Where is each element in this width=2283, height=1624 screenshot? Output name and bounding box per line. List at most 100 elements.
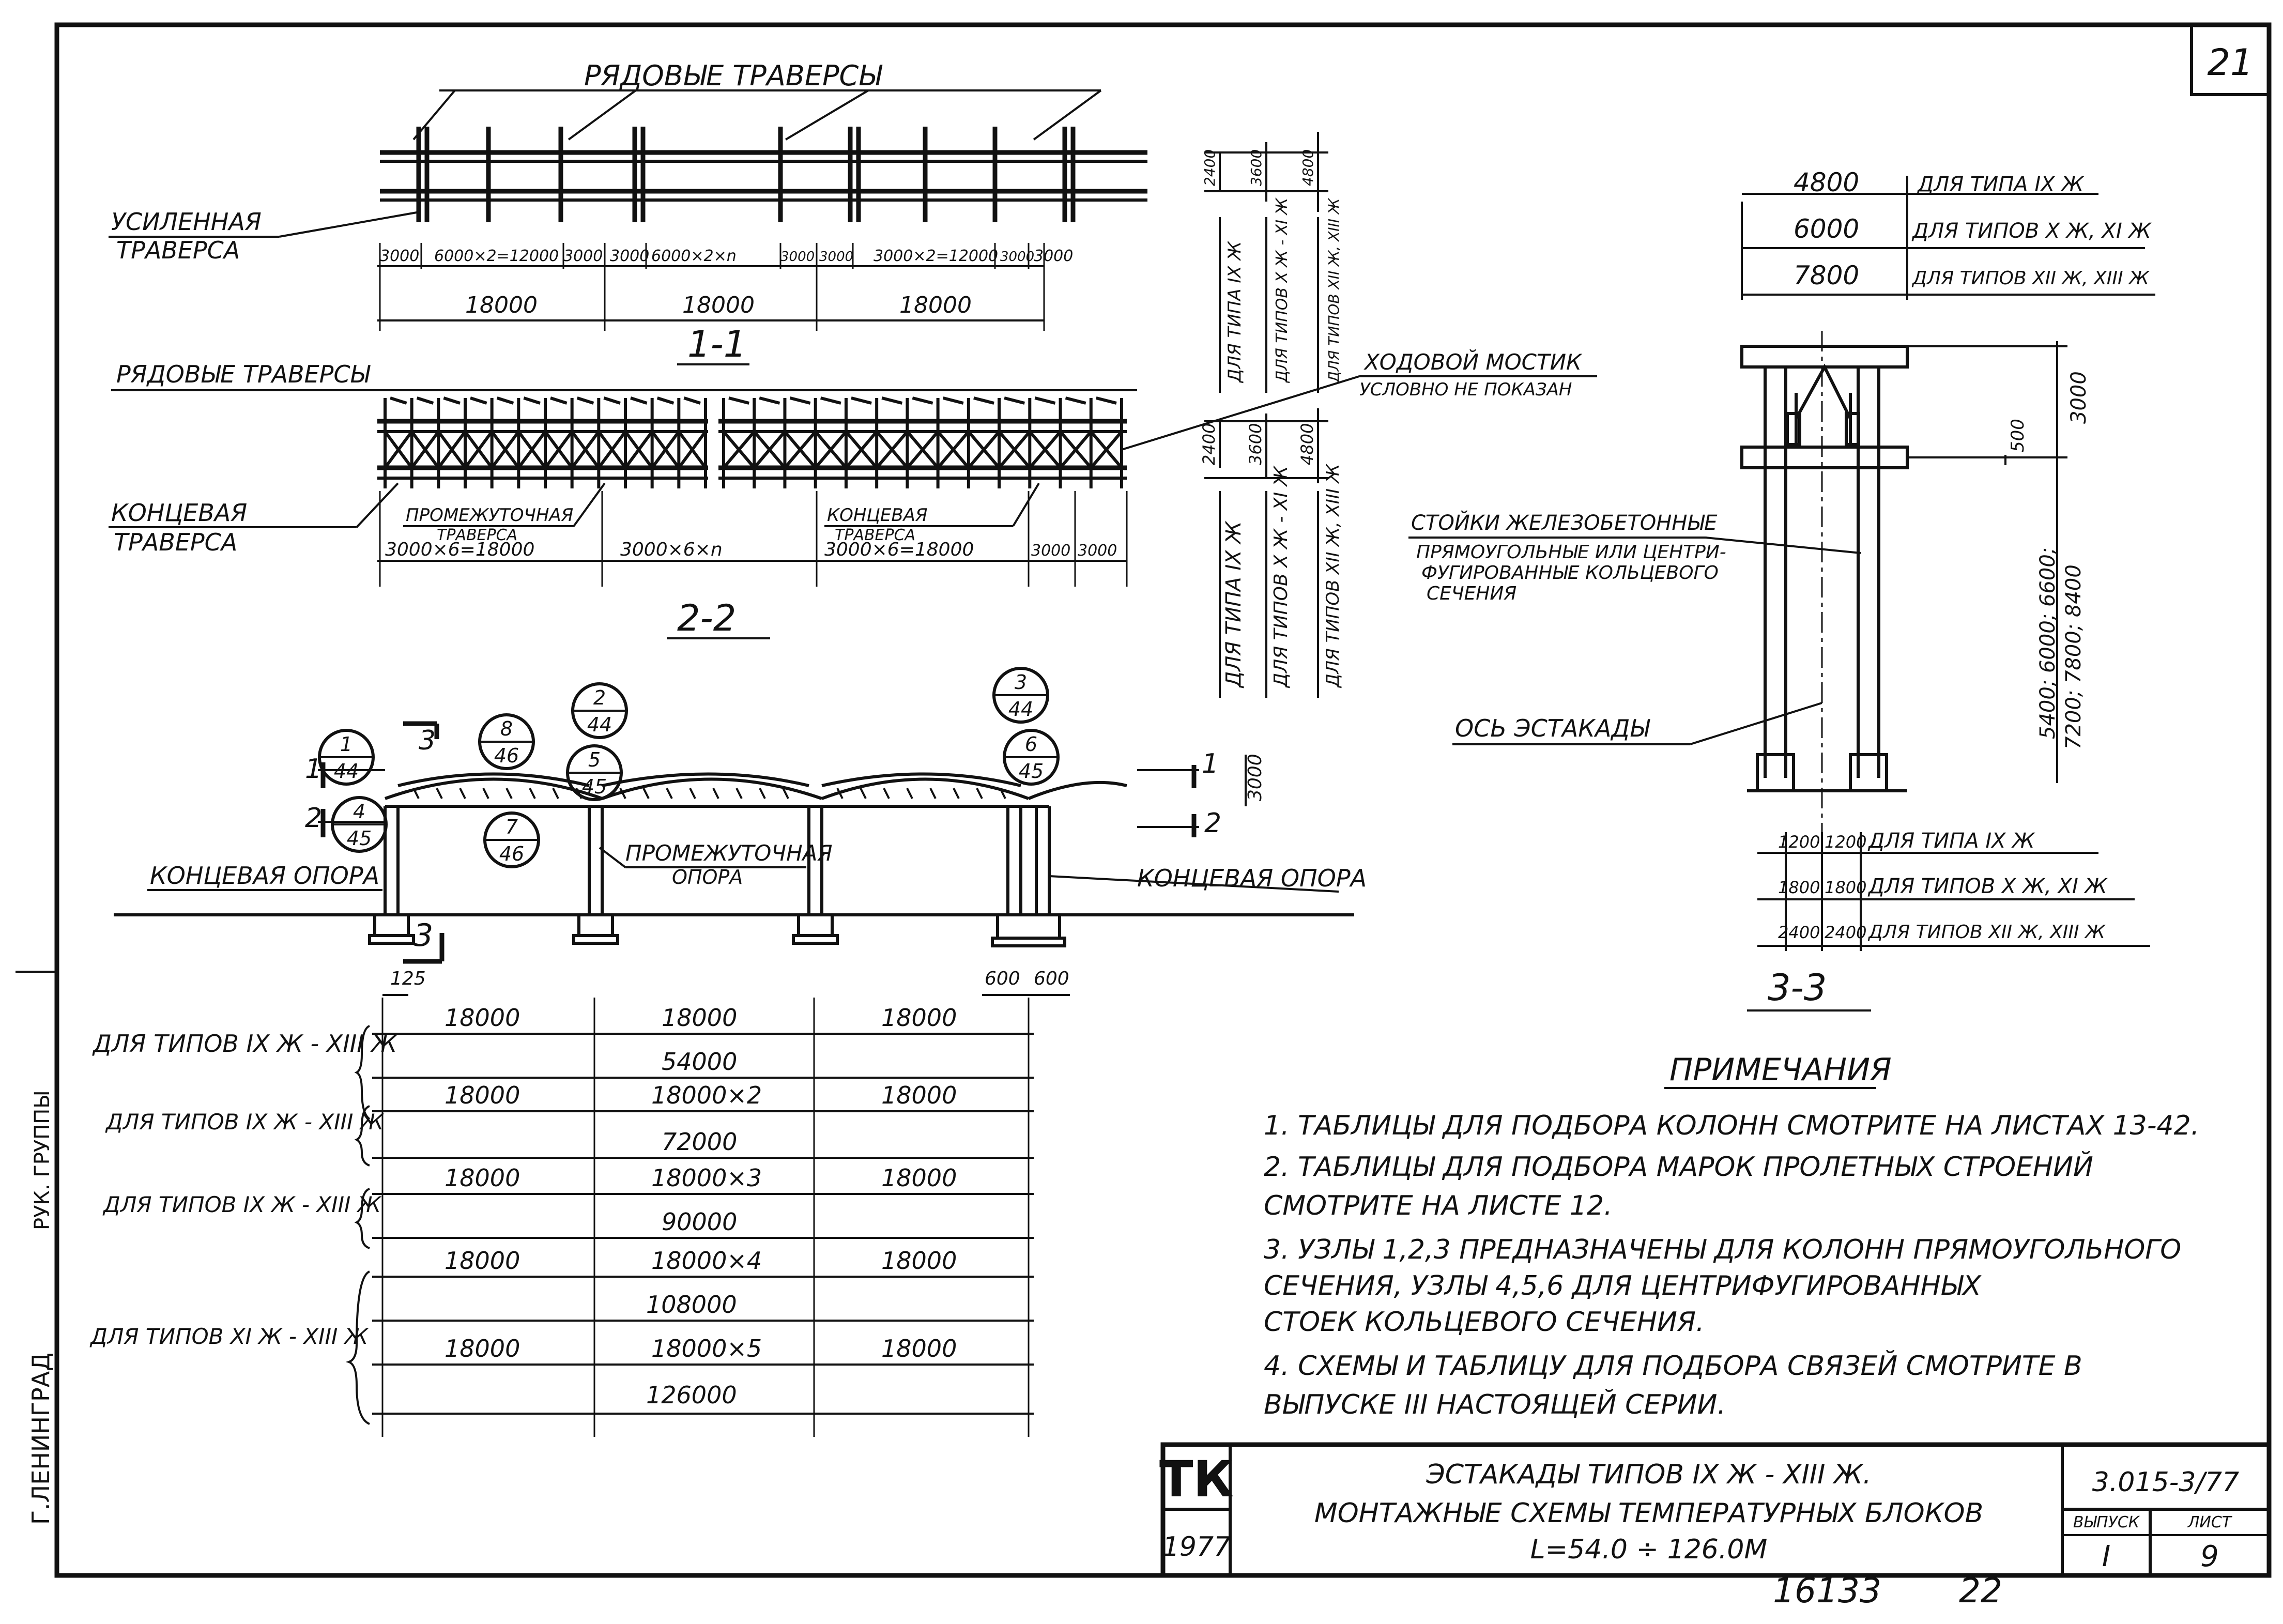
- section-3-3-label: 3-3: [1768, 967, 1827, 1009]
- arch-detail: [552, 788, 559, 799]
- arch-detail: [666, 788, 673, 799]
- callout-number: 8: [500, 717, 513, 740]
- s22-bridge-label: ХОДОВОЙ МОСТИК: [1363, 349, 1583, 375]
- lt-4-b: 18000×4: [651, 1247, 762, 1275]
- title-block: ТК 1977 ЭСТАКАДЫ ТИПОВ IX Ж - XIII Ж. МО…: [1159, 1442, 2272, 1578]
- s11-dim-1: 3000: [380, 247, 419, 265]
- truss-right-brace: [937, 431, 970, 469]
- reinforced-traverse-label-2: ТРАВЕРСА: [116, 236, 240, 264]
- truss-left-rib: [656, 396, 675, 405]
- note-line-5: СЕЧЕНИЯ, УЗЛЫ 4,5,6 ДЛЯ ЦЕНТРИФУГИРОВАНН…: [1264, 1270, 1982, 1301]
- length-table: ДЛЯ ТИПОВ IX Ж - XIII Ж ДЛЯ ТИПОВ IX Ж -…: [89, 998, 1034, 1437]
- s33-row-2-label: ДЛЯ ТИПОВ X Ж, XI Ж: [1867, 875, 2108, 898]
- s22-dim-5: 3000: [1078, 542, 1117, 560]
- s11-dim-4: 3000: [610, 247, 649, 265]
- s11-span-2: 18000: [682, 292, 755, 318]
- vertical-dims: 2400 3600 4800 ДЛЯ ТИПА IX Ж ДЛЯ ТИПОВ X…: [1199, 132, 1343, 698]
- note-line-4: 3. УЗЛЫ 1,2,3 ПРЕДНАЗНАЧЕНЫ ДЛЯ КОЛОНН П…: [1264, 1234, 2181, 1265]
- arch-detail: [906, 788, 913, 799]
- s22-end-right-label: КОНЦЕВАЯ: [827, 505, 928, 526]
- end-support-left: КОНЦЕВАЯ ОПОРА: [150, 862, 379, 890]
- note-line-7: 4. СХЕМЫ И ТАБЛИЦУ ДЛЯ ПОДБОРА СВЯЗЕЙ СМ…: [1264, 1350, 2082, 1382]
- arch-detail: [642, 788, 650, 799]
- callout-sheet: 46: [499, 842, 524, 865]
- bottom-number-2: 22: [1959, 1571, 2002, 1611]
- dim-125: 125: [390, 968, 426, 989]
- truss-left-brace: [597, 431, 627, 469]
- truss-left-brace: [491, 431, 520, 469]
- lt-3-c: 18000: [881, 1164, 957, 1192]
- s22-dim-2: 3000×6×n: [620, 539, 723, 560]
- truss-right-brace: [753, 431, 786, 469]
- section-1-1: РЯДОВЫЕ ТРАВЕРСЫ УСИЛЕННАЯ ТРАВЕРСА: [109, 59, 1147, 365]
- lt-1-c: 18000: [881, 1004, 957, 1032]
- s11-span-3: 18000: [899, 292, 972, 318]
- truss-right-rib: [942, 396, 964, 405]
- truss-right-brace: [906, 431, 939, 469]
- s33-row-1-a: 1200: [1778, 832, 1820, 852]
- truss-left-brace: [517, 431, 547, 469]
- bottom-number-1: 16133: [1773, 1571, 1881, 1611]
- section-2-2-label: 2-2: [677, 597, 736, 639]
- s22-dim-4: 3000: [1031, 542, 1070, 560]
- s22-intermediate-label-2: ТРАВЕРСА: [437, 526, 517, 544]
- note-line-6: СТОЕК КОЛЬЦЕВОГО СЕЧЕНИЯ.: [1264, 1307, 1705, 1338]
- truss-right-rib: [851, 396, 872, 405]
- lt-3-b: 18000×3: [651, 1164, 762, 1192]
- s33-height-2: 7200; 7800; 8400: [2062, 564, 2086, 749]
- callout-number: 5: [588, 748, 601, 771]
- note-line-1: 1. ТАБЛИЦЫ ДЛЯ ПОДБОРА КОЛОНН СМОТРИТЕ Н…: [1264, 1110, 2199, 1141]
- callout-number: 1: [340, 733, 353, 756]
- s33-width-3-label: ДЛЯ ТИПОВ XII Ж, XIII Ж: [1911, 268, 2150, 289]
- truss-left-rib: [603, 396, 621, 405]
- s33-row-3-label: ДЛЯ ТИПОВ XII Ж, XIII Ж: [1867, 922, 2106, 943]
- s11-dim-5: 6000×2×n: [651, 247, 737, 265]
- arch-detail: [412, 788, 420, 799]
- truss-left-rib: [470, 396, 487, 405]
- lt-label-2: ДЛЯ ТИПОВ IX Ж - XIII Ж: [105, 1109, 385, 1135]
- dim-600-right: 600: [1034, 968, 1069, 989]
- arch-detail: [860, 788, 867, 799]
- elev-mark-3-top: 3: [419, 725, 436, 756]
- title-line-1: ЭСТАКАДЫ ТИПОВ IX Ж - XIII Ж.: [1426, 1459, 1871, 1490]
- vd-4800-top: 4800: [1299, 149, 1316, 186]
- truss-left-brace: [677, 431, 707, 469]
- vd-type-1-top: ДЛЯ ТИПА IX Ж: [1224, 240, 1245, 384]
- truss-right-rib: [1034, 396, 1056, 405]
- elev-mark-2-right: 2: [1204, 808, 1221, 839]
- truss-right-brace: [784, 431, 817, 469]
- truss-right-rib: [1096, 396, 1117, 405]
- truss-right-brace: [1029, 431, 1062, 469]
- vd-2400-top: 2400: [1201, 149, 1218, 186]
- callout-number: 6: [1025, 733, 1037, 756]
- note-line-3: СМОТРИТЕ НА ЛИСТЕ 12.: [1264, 1190, 1613, 1221]
- title-sheet-value: 9: [2200, 1540, 2219, 1573]
- s11-dim-6: 3000: [780, 249, 815, 265]
- arch-detail: [689, 788, 696, 799]
- side-stamp-role: РУК. ГРУППЫ: [30, 1090, 54, 1230]
- elev-mark-1-right: 1: [1202, 748, 1219, 779]
- truss-left-rib: [550, 396, 568, 405]
- s11-span-1: 18000: [465, 292, 538, 318]
- s33-dim-500: 500: [2008, 419, 2028, 452]
- truss-right-brace: [722, 431, 756, 469]
- truss-left-brace: [544, 431, 574, 469]
- truss-left-rib: [496, 396, 514, 405]
- arch-detail: [836, 788, 844, 799]
- sheet-number-box: [2190, 23, 2271, 96]
- truss-left-brace: [651, 431, 680, 469]
- arch-detail: [436, 788, 443, 799]
- title-sheet-label: ЛИСТ: [2187, 1513, 2233, 1531]
- elev-mark-2-left: 2: [305, 803, 322, 834]
- s33-dim-3000: 3000: [2067, 371, 2091, 424]
- vd-type-3-top: ДЛЯ ТИПОВ XII Ж, XIII Ж: [1325, 197, 1342, 384]
- lt-3-a: 18000: [445, 1164, 520, 1192]
- s33-width-2: 6000: [1794, 214, 1859, 244]
- lt-5-total: 126000: [646, 1381, 737, 1409]
- side-stamp: Г.ЛЕНИНГРАД РУК. ГРУППЫ: [16, 971, 57, 1525]
- reinforced-traverse-label: УСИЛЕННАЯ: [111, 208, 262, 236]
- truss-left-brace: [571, 431, 600, 469]
- arch-detail: [976, 788, 983, 799]
- s22-intermediate-label: ПРОМЕЖУТОЧНАЯ: [406, 505, 573, 526]
- lt-label-3: ДЛЯ ТИПОВ IX Ж - XIII Ж: [102, 1192, 382, 1217]
